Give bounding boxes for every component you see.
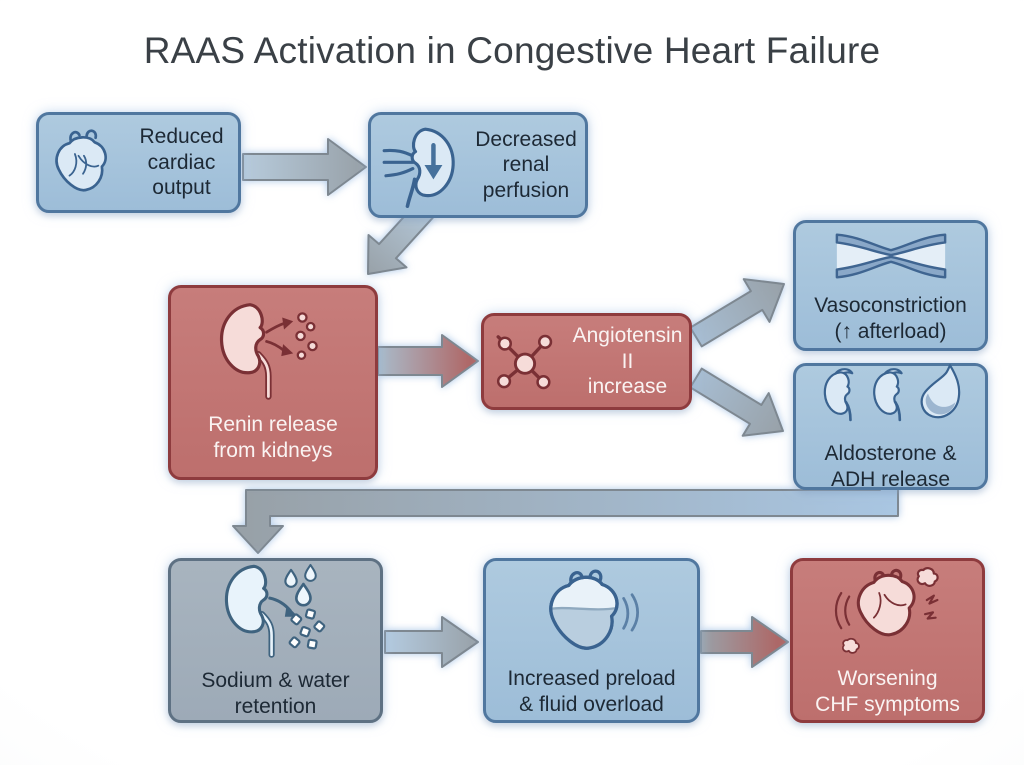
node-label: Increased preload & fluid overload bbox=[507, 667, 676, 716]
kidney-down-arrow-icon bbox=[377, 122, 463, 208]
arrow-angiotensin-to-vasoconstriction bbox=[689, 278, 785, 348]
arrow-perfusion-to-renin bbox=[367, 201, 435, 275]
node-label: Reduced cardiac output bbox=[139, 125, 224, 200]
node-label: Renin release from kidneys bbox=[208, 413, 338, 462]
node-label: Decreased renal perfusion bbox=[475, 127, 577, 202]
node-aldosterone-adh: Aldosterone & ADH release bbox=[793, 360, 988, 491]
fluid-overloaded-heart-icon bbox=[538, 563, 646, 660]
heart-icon bbox=[47, 124, 119, 202]
arrow-angiotensin-to-aldosterone bbox=[689, 367, 784, 437]
arrow-output-to-perfusion bbox=[242, 138, 367, 196]
distressed-heart-icon bbox=[828, 563, 948, 660]
node-increased-preload: Increased preload & fluid overload bbox=[483, 558, 700, 723]
node-vasoconstriction: Vasoconstriction (↑ afterload) bbox=[793, 220, 988, 351]
arrow-renin-to-angiotensin bbox=[377, 334, 479, 388]
node-renin-release: Renin release from kidneys bbox=[168, 285, 378, 480]
node-sodium-water-retention: Sodium & water retention bbox=[168, 558, 383, 723]
kidneys-and-gland-icon bbox=[816, 360, 966, 434]
arrow-sodium-to-preload bbox=[384, 616, 479, 668]
node-angiotensin-increase: Angiotensin II increase bbox=[481, 313, 692, 410]
node-worsening-chf: Worsening CHF symptoms bbox=[790, 558, 985, 723]
node-decreased-renal-perfusion: Decreased renal perfusion bbox=[368, 112, 588, 218]
node-reduced-cardiac-output: Reduced cardiac output bbox=[36, 112, 241, 213]
node-label: Aldosterone & ADH release bbox=[824, 442, 957, 491]
angiotensin-molecule-icon bbox=[494, 331, 556, 393]
kidney-renin-release-icon bbox=[213, 301, 333, 402]
node-label: Vasoconstriction (↑ afterload) bbox=[814, 293, 967, 343]
constricted-vessel-icon bbox=[831, 227, 951, 285]
kidney-water-sodium-icon bbox=[220, 561, 332, 660]
arrow-preload-to-chf bbox=[700, 616, 789, 668]
diagram-title: RAAS Activation in Congestive Heart Fail… bbox=[143, 30, 881, 71]
node-label: Sodium & water retention bbox=[201, 669, 350, 718]
node-label: Angiotensin II increase bbox=[572, 324, 683, 399]
node-label: Worsening CHF symptoms bbox=[815, 667, 960, 716]
